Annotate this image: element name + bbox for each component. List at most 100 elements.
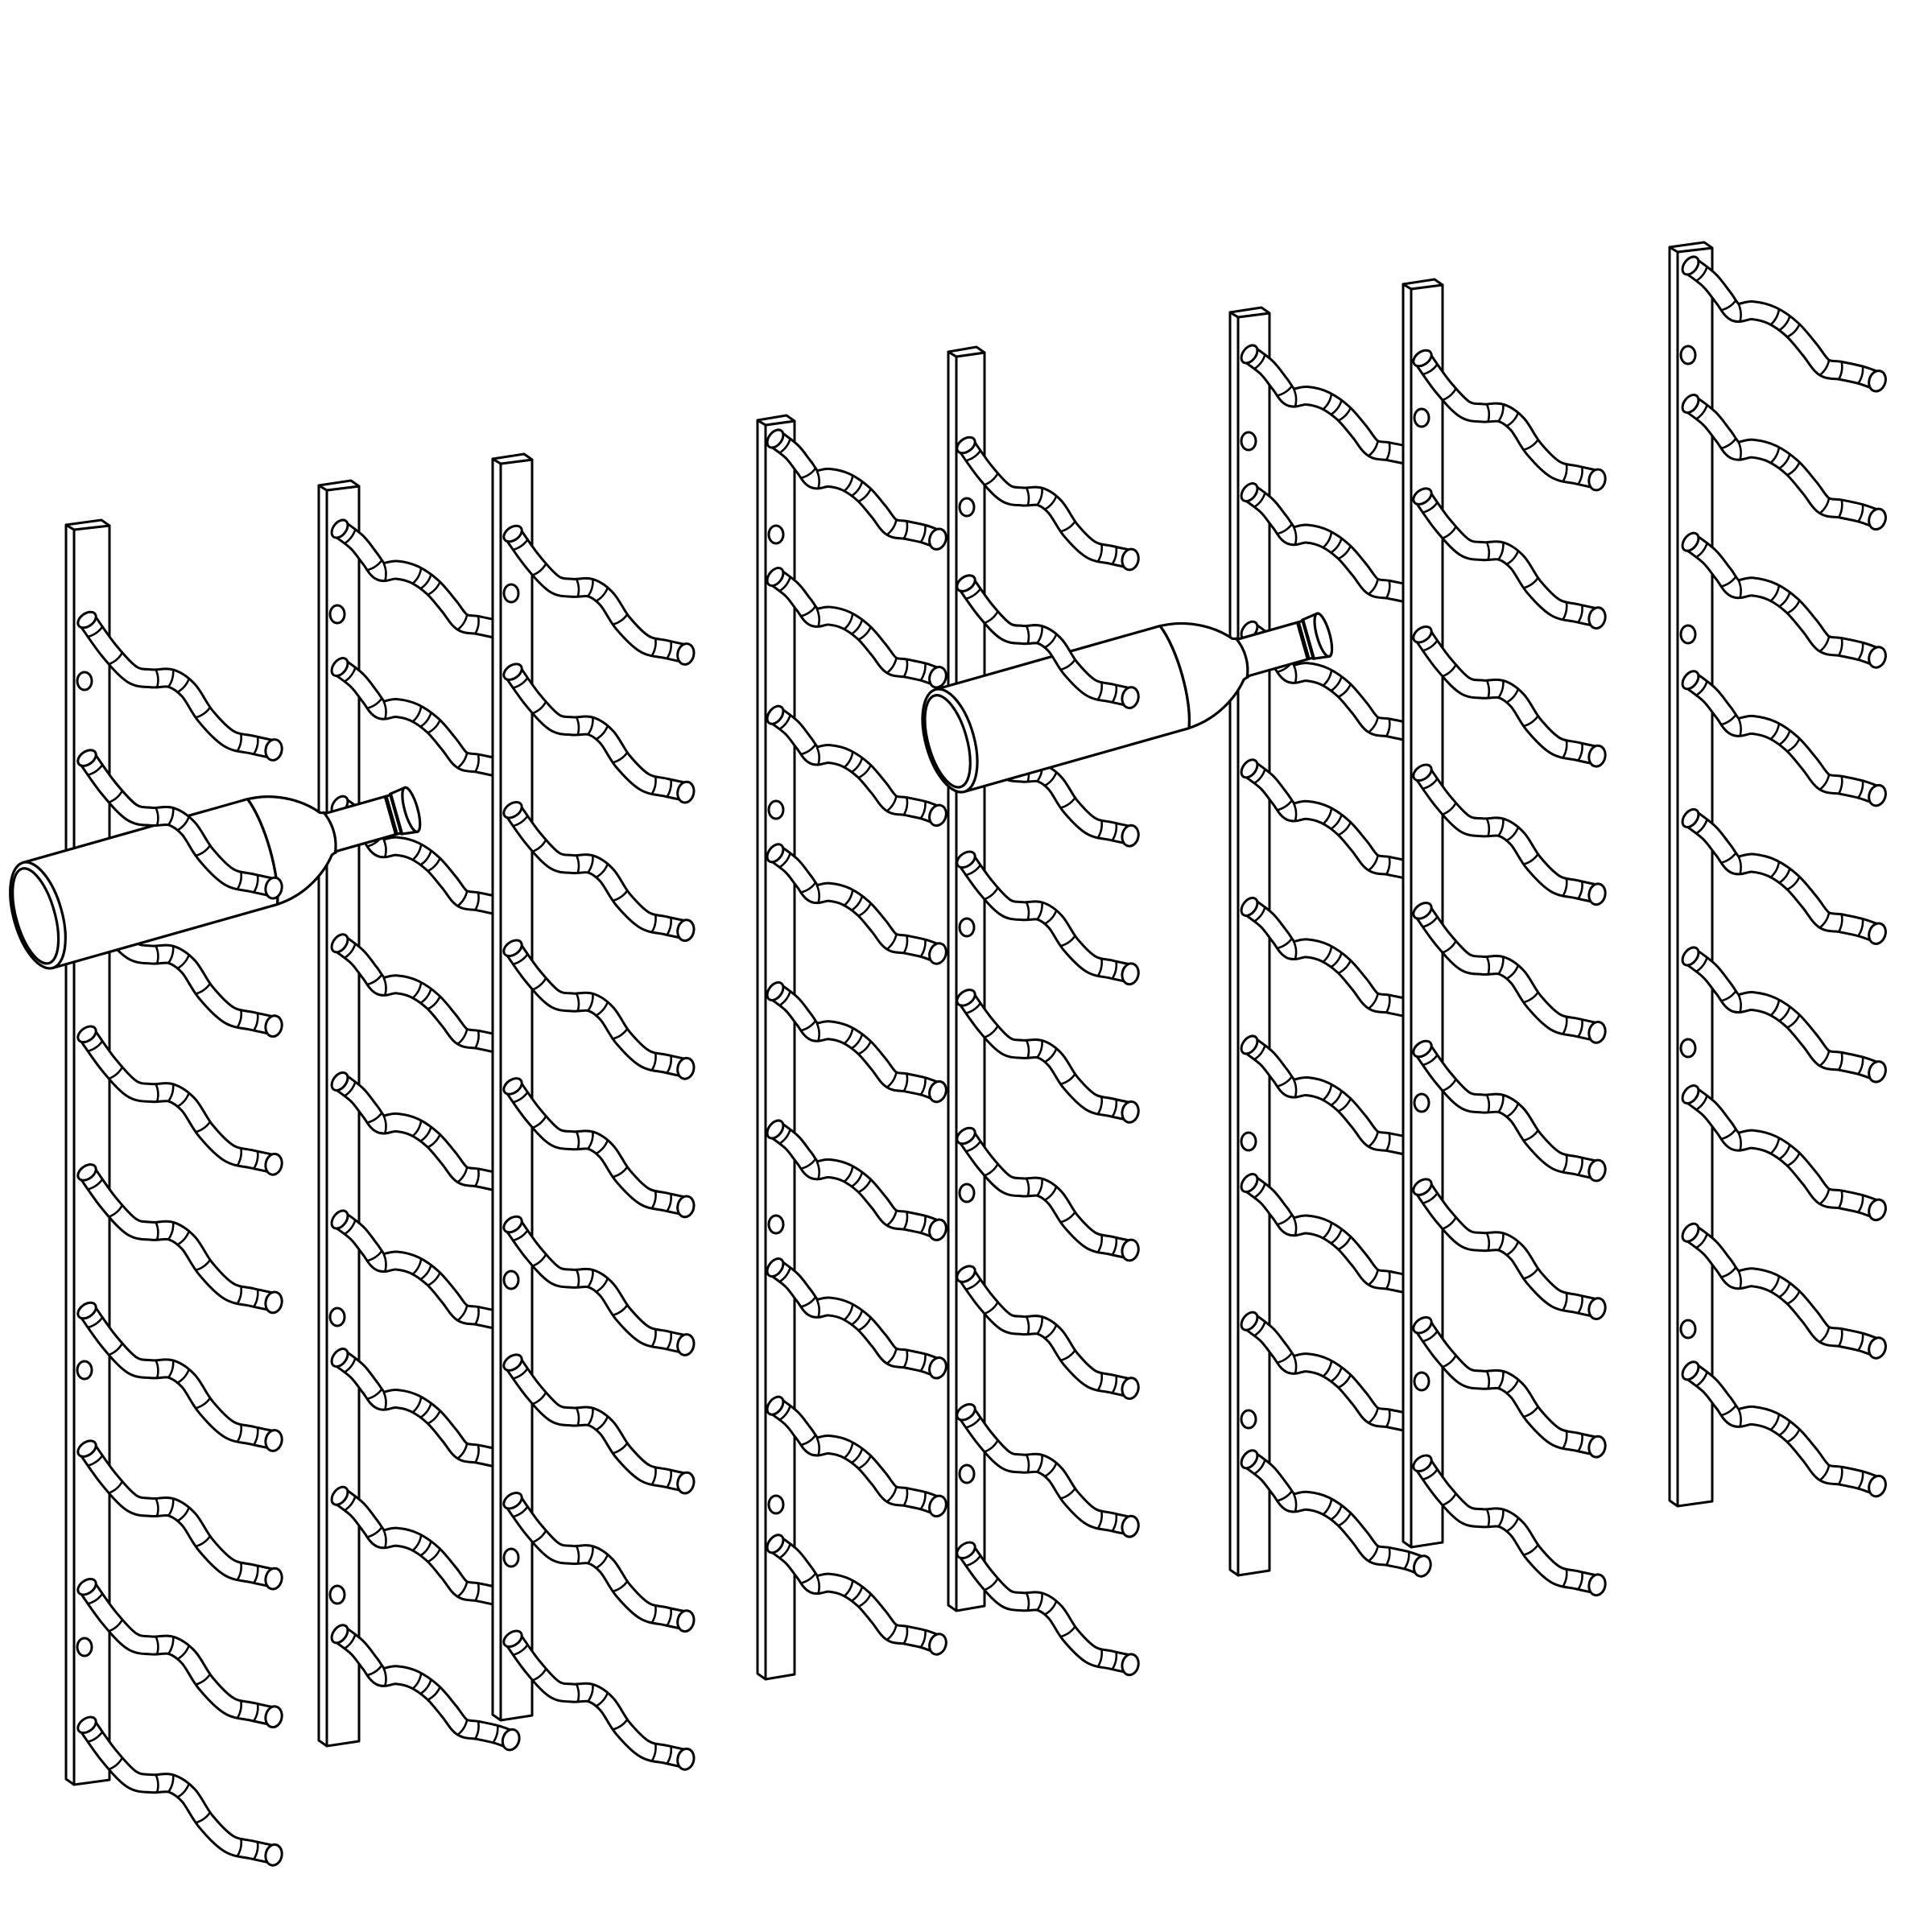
peg-tip-cap — [676, 1471, 696, 1495]
peg-band — [595, 1692, 609, 1707]
peg-start-cap — [1412, 1178, 1433, 1196]
bottle-lip-band — [1295, 621, 1311, 661]
peg-band — [155, 945, 159, 964]
peg-band — [857, 764, 872, 779]
peg-band — [902, 521, 909, 539]
peg-band — [1422, 363, 1439, 376]
peg-band — [382, 839, 387, 858]
peg-band — [108, 1204, 124, 1218]
bottle-peg — [1412, 763, 1607, 906]
bottle-peg — [766, 1395, 947, 1518]
peg-tip-cap — [1587, 1435, 1607, 1459]
peg-band — [456, 1166, 469, 1183]
peg-band — [919, 939, 927, 958]
peg-band — [1720, 1266, 1737, 1278]
peg-band — [1322, 1360, 1333, 1377]
peg-fill — [1686, 1364, 1879, 1493]
peg-band — [1337, 1236, 1352, 1251]
peg-tip-cap — [1587, 606, 1607, 630]
peg-band — [1786, 737, 1801, 753]
bottle-peg — [766, 1257, 947, 1380]
peg-band — [984, 1439, 999, 1453]
peg-start-cap — [1412, 1454, 1433, 1473]
peg-band — [1060, 797, 1076, 809]
peg-band — [366, 1526, 383, 1538]
peg-band — [1485, 1509, 1491, 1528]
peg-band — [236, 1009, 243, 1028]
peg-band — [851, 757, 864, 774]
peg-band — [666, 779, 672, 798]
peg-band — [1485, 1094, 1491, 1113]
peg-tip-cap — [1121, 1238, 1140, 1262]
peg-band — [87, 1455, 104, 1467]
rail-top-face — [1228, 306, 1271, 319]
mounting-hole — [958, 917, 976, 938]
peg-tip-cap — [1868, 1474, 1887, 1498]
bottle-lip-band — [1302, 619, 1315, 659]
peg-fill — [1686, 535, 1879, 664]
peg-band — [1523, 1544, 1539, 1556]
peg-start-cap — [1681, 1222, 1700, 1243]
peg-band — [1523, 853, 1539, 865]
bottle-peg — [502, 1353, 696, 1495]
peg-band — [1778, 316, 1791, 332]
peg-band — [1111, 961, 1118, 980]
peg-band — [1253, 906, 1266, 923]
peg-band — [344, 1496, 357, 1512]
peg-band — [1523, 715, 1539, 728]
peg-band — [1778, 1144, 1791, 1160]
bottle-peg — [76, 1025, 283, 1176]
peg-band — [1337, 821, 1352, 836]
peg-band — [650, 1743, 657, 1762]
peg-start-cap — [330, 518, 349, 539]
peg-band — [195, 1397, 212, 1410]
peg-band — [1523, 1268, 1539, 1280]
peg-band — [1422, 1054, 1439, 1067]
peg-band — [1096, 1234, 1104, 1253]
peg-band — [1720, 852, 1737, 864]
peg-band — [965, 1002, 982, 1014]
peg-start-cap — [956, 850, 976, 869]
mounting-hole — [1413, 1371, 1430, 1392]
peg-band — [427, 1548, 441, 1563]
peg-tip-cap — [676, 1195, 696, 1219]
peg-start-cap — [1412, 349, 1433, 368]
peg-band — [344, 529, 357, 545]
peg-band — [419, 1402, 432, 1418]
peg-band — [965, 864, 982, 877]
mounting-hole — [502, 1547, 520, 1568]
peg-tip-cap — [1868, 646, 1887, 669]
peg-band — [1337, 545, 1352, 560]
mounting-hole — [1240, 1131, 1257, 1152]
peg-band — [1506, 412, 1520, 427]
peg-band — [382, 1253, 387, 1272]
peg-start-cap — [1681, 255, 1700, 276]
peg-band — [382, 563, 387, 581]
peg-band — [1330, 1505, 1343, 1521]
mounting-hole — [767, 1214, 785, 1235]
peg-band — [843, 1442, 854, 1459]
peg-tip-cap — [1121, 824, 1140, 848]
peg-band — [155, 669, 159, 688]
peg-band — [1737, 1270, 1742, 1290]
peg-tip-cap — [676, 919, 696, 943]
peg-band — [1330, 675, 1343, 692]
peg-start-cap — [766, 1395, 785, 1416]
peg-band — [1857, 1195, 1864, 1213]
peg-band — [1111, 1375, 1118, 1394]
peg-band — [1322, 670, 1333, 687]
bottle-peg — [502, 524, 696, 666]
peg-band — [886, 1210, 898, 1227]
peg-band — [1385, 1133, 1391, 1152]
peg-band — [1442, 1078, 1457, 1092]
peg-band — [1695, 819, 1708, 835]
peg-band — [800, 605, 817, 617]
peg-band — [1838, 775, 1843, 795]
peg-band — [595, 863, 609, 878]
peg-band — [474, 1721, 480, 1740]
peg-start-cap — [1681, 531, 1700, 552]
rail-pegs — [502, 524, 696, 1771]
peg-tip-cap — [928, 527, 947, 551]
peg-band — [1385, 1271, 1391, 1290]
peg-band — [575, 1683, 580, 1703]
